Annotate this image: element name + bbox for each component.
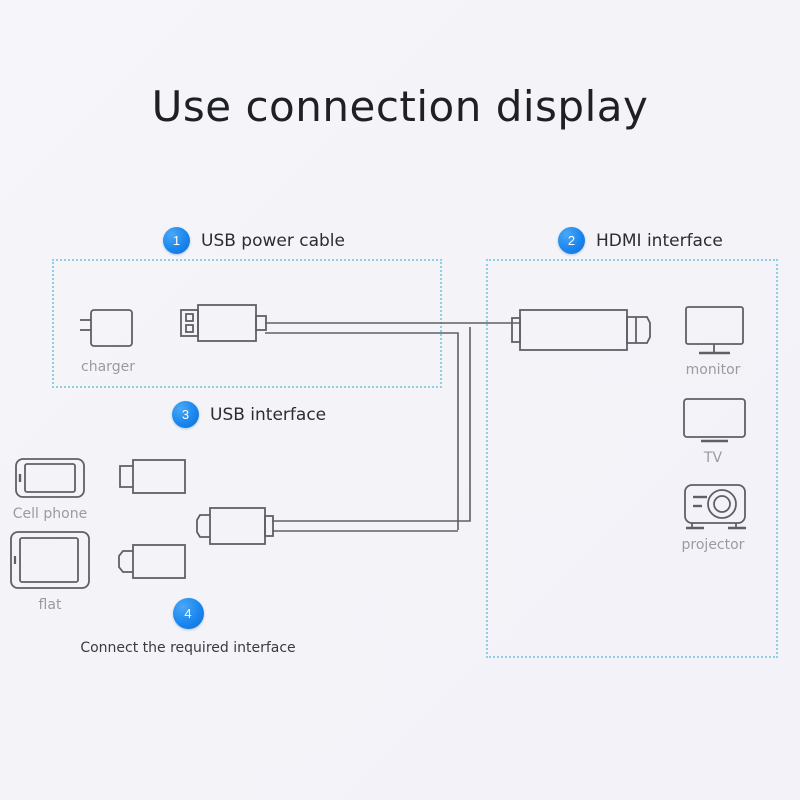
callout-4[interactable]: 4 Connect the required interface [80, 598, 296, 656]
monitor-icon [685, 306, 744, 355]
device-charger: charger [78, 306, 138, 375]
inline-connector-icon [196, 507, 274, 545]
hdmi-connector-icon [511, 309, 651, 351]
usb-a-connector-icon [180, 304, 267, 342]
callout-3[interactable]: 3 USB interface [172, 401, 326, 428]
charger-icon [80, 309, 133, 347]
tv-icon [683, 398, 746, 443]
callout-1-label: USB power cable [201, 230, 345, 251]
callout-2-label: HDMI interface [596, 230, 723, 251]
cell-phone-icon [15, 458, 85, 498]
callout-1-badge: 1 [163, 227, 190, 254]
device-charger-label: charger [81, 359, 135, 375]
device-flat-label: flat [38, 597, 62, 613]
device-cell-phone: Cell phone [10, 455, 90, 522]
device-flat: flat [6, 528, 94, 613]
callout-1[interactable]: 1 USB power cable [163, 227, 345, 254]
projector-icon [684, 484, 746, 530]
device-tv: TV [678, 397, 748, 466]
callout-3-badge: 3 [172, 401, 199, 428]
cable-path-data [272, 327, 471, 532]
tablet-icon [10, 531, 90, 589]
device-tv-label: TV [703, 450, 723, 466]
callout-4-label: Connect the required interface [80, 640, 296, 656]
callout-4-badge: 4 [172, 598, 204, 629]
usb-c-adapter-icon [118, 544, 186, 579]
page-title: Use connection display [151, 82, 649, 131]
device-cell-phone-label: Cell phone [12, 506, 88, 522]
device-monitor: monitor [678, 305, 748, 378]
device-projector-label: projector [681, 537, 745, 553]
callout-3-label: USB interface [210, 404, 327, 425]
lightning-adapter-icon [119, 459, 186, 494]
cable-path-power [265, 322, 520, 530]
callout-2[interactable]: 2 HDMI interface [558, 227, 723, 254]
device-monitor-label: monitor [685, 362, 741, 378]
hdmi-region-box [486, 259, 778, 658]
device-projector: projector [678, 482, 748, 553]
callout-2-badge: 2 [558, 227, 585, 254]
